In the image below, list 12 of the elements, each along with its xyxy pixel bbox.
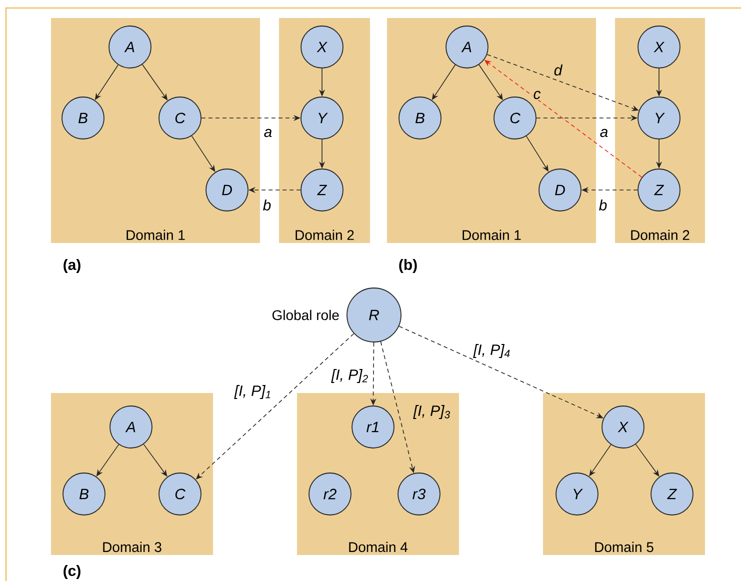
edge-label: [I, P]$_{3}$ (412, 404, 452, 420)
edge-label: b (598, 198, 608, 212)
edge-label: [I, P]$_{1}$ (233, 384, 273, 400)
edge-label: [I, P]$_{2}$ (330, 368, 370, 384)
panel-label: (c) (64, 565, 80, 579)
edge-label: a (262, 128, 274, 138)
edge-label: b (262, 198, 272, 212)
edge-label: a (598, 128, 610, 138)
edge-label: [I, P]$_{4}$ (472, 343, 512, 359)
panel-label: (a) (64, 259, 80, 273)
role-label: Global role (272, 310, 339, 320)
panel-label: (b) (399, 259, 417, 273)
